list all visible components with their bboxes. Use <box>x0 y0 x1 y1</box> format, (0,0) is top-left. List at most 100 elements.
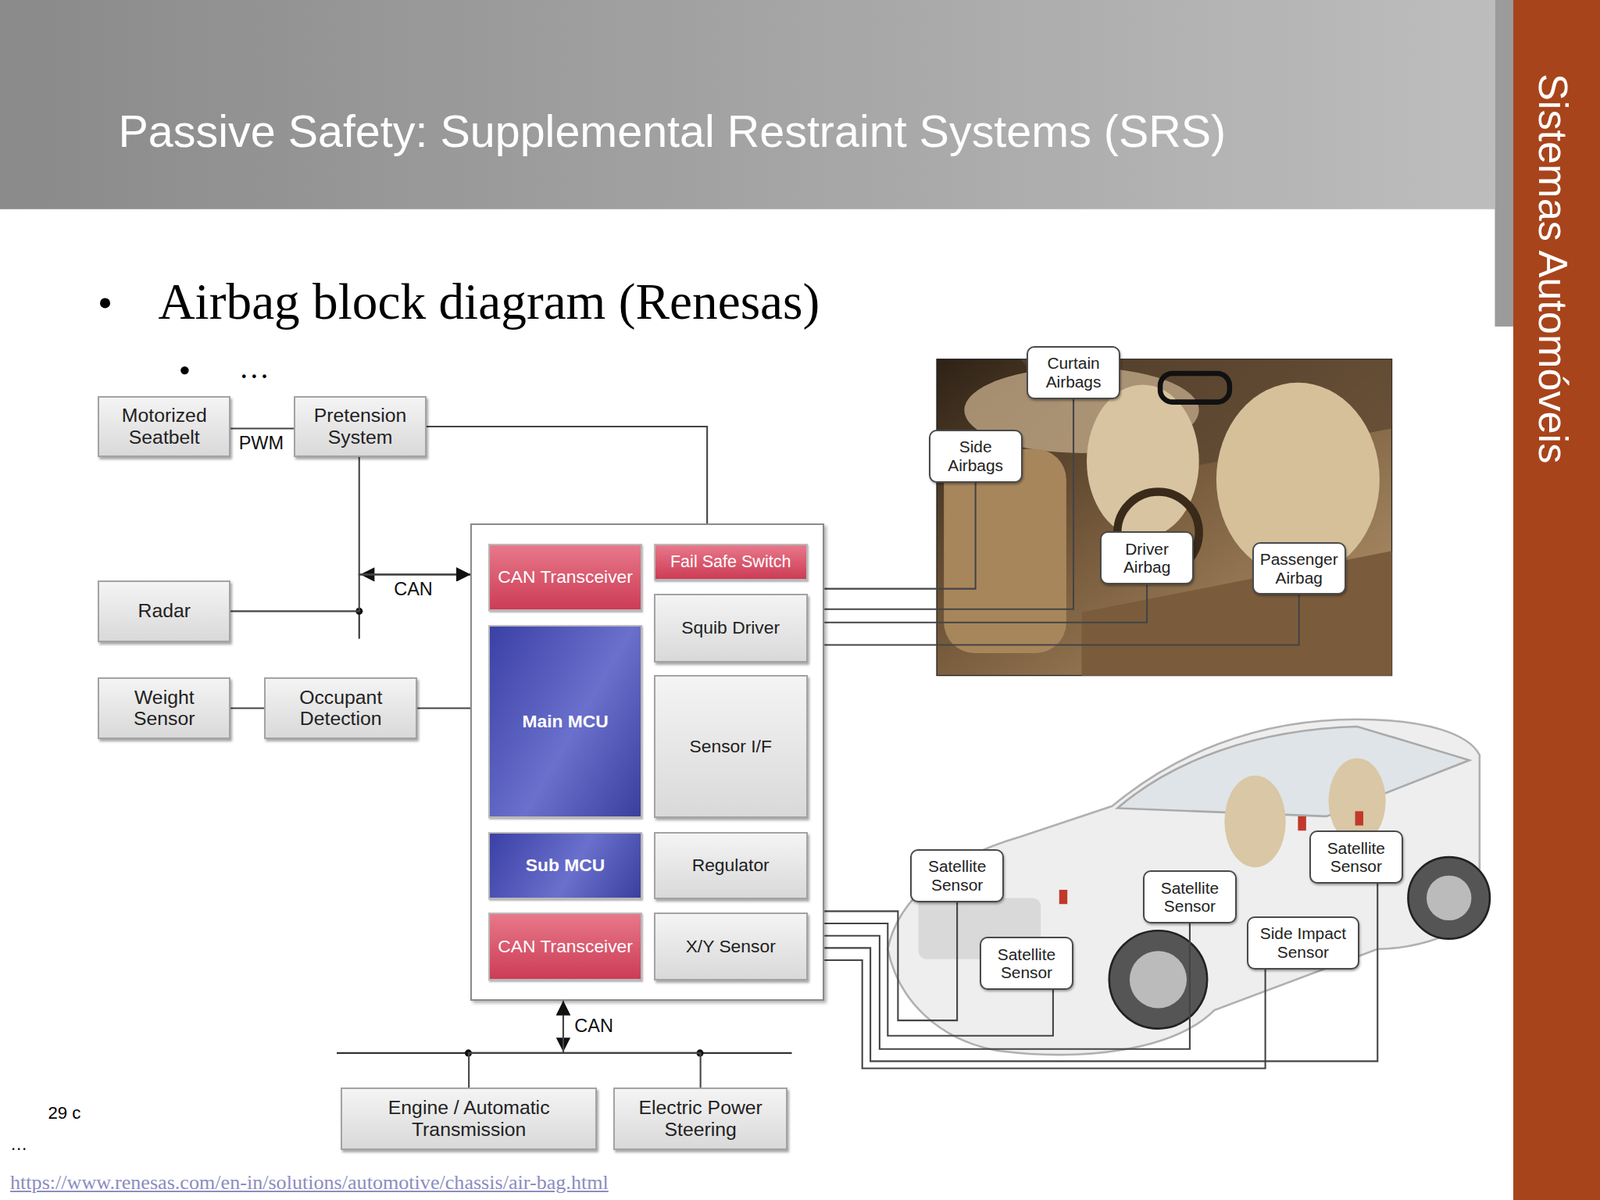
driver-airbag-shape <box>1086 384 1200 538</box>
connector-line <box>426 426 708 524</box>
node-text: Main MCU <box>521 711 608 733</box>
bullet-text: … <box>239 349 270 386</box>
node-text: X/Y Sensor <box>685 936 776 958</box>
component-box: Radar <box>97 580 231 642</box>
node-text: Regulator <box>692 855 770 876</box>
sensor-mark <box>1059 889 1068 904</box>
callout-box: Driver Airbag <box>1100 531 1194 585</box>
edge-label: CAN <box>574 1015 614 1037</box>
callout-box: Satellite Sensor <box>979 936 1074 990</box>
sensor-mark <box>1355 810 1364 825</box>
callout-box: Curtain Airbags <box>1026 346 1121 400</box>
connector-line <box>230 428 294 430</box>
title-band <box>0 0 1495 210</box>
node-text: Satellite Sensor <box>914 857 1000 894</box>
edge-label: PWM <box>239 432 284 454</box>
interior-photo <box>936 359 1393 676</box>
node-text: Driver Airbag <box>1104 539 1190 577</box>
component-box: Pretension System <box>293 396 427 458</box>
node-text: Satellite Sensor <box>1314 839 1399 876</box>
mcu-box: Main MCU <box>488 625 643 818</box>
node-text: Side Impact Sensor <box>1251 924 1355 961</box>
component-box: Occupant Detection <box>264 677 418 739</box>
connector-line <box>824 584 1147 622</box>
switch-box: Fail Safe Switch <box>653 543 808 581</box>
connector-line <box>824 883 1378 1061</box>
connector-line <box>563 1000 701 1088</box>
node-text: Satellite Sensor <box>1147 878 1233 916</box>
regulator-box: Regulator <box>653 832 808 900</box>
callout-box: Side Airbags <box>928 429 1023 483</box>
node-text: CAN Transceiver <box>497 936 633 958</box>
car-body <box>887 719 1480 1055</box>
car-seat <box>1224 775 1286 868</box>
connector-line <box>417 707 471 709</box>
node-text: Occupant Detection <box>268 686 413 731</box>
callout-box: Satellite Sensor <box>1142 870 1237 924</box>
driver-box: Squib Driver <box>653 593 808 664</box>
node-text: Side Airbags <box>933 437 1018 475</box>
car-wheel <box>1109 930 1208 1029</box>
car-illustration <box>887 719 1490 1055</box>
node-text: Pretension System <box>298 404 422 449</box>
node-text: Fail Safe Switch <box>670 552 791 572</box>
connector-line <box>230 574 471 611</box>
connector-line <box>359 457 471 575</box>
wheel-hub <box>1129 950 1187 1008</box>
node-text: Satellite Sensor <box>984 945 1069 983</box>
node-text: Sub MCU <box>525 855 606 876</box>
edge-label: CAN <box>393 578 433 600</box>
side-band <box>1513 0 1600 1200</box>
component-box: Weight Sensor <box>97 677 231 739</box>
connector-line <box>824 399 1074 610</box>
bus-line <box>358 610 361 639</box>
component-box: Electric Power Steering <box>613 1087 788 1150</box>
transceiver-box: CAN Transceiver <box>488 543 643 611</box>
node-text: Engine / Automatic Transmission <box>345 1096 593 1141</box>
page-number: 29 c <box>47 1103 81 1125</box>
callout-box: Side Impact Sensor <box>1246 916 1360 970</box>
callout-box: Satellite Sensor <box>1309 830 1404 884</box>
car-window <box>1117 726 1470 817</box>
node-text: Motorized Seatbelt <box>102 404 226 449</box>
bullet-dot <box>100 297 111 308</box>
node-text: Electric Power Steering <box>617 1096 783 1141</box>
node-text: Sensor I/F <box>689 736 772 758</box>
source-link: https://www.renesas.com/en-in/solutions/… <box>10 1170 609 1195</box>
transceiver-box: CAN Transceiver <box>488 912 643 980</box>
connector-line <box>824 482 975 590</box>
footnote: … <box>10 1134 28 1156</box>
sensor-box: X/Y Sensor <box>653 912 808 980</box>
side-strip <box>1494 0 1514 327</box>
bullet-text: Airbag block diagram (Renesas) <box>157 271 820 333</box>
slide-title: Passive Safety: Supplemental Restraint S… <box>118 105 1227 158</box>
node-text: Passenger Airbag <box>1257 550 1342 587</box>
ecu-box: CAN Transceiver Fail Safe SwitchSquib Dri… <box>470 523 825 1001</box>
callout-box: Passenger Airbag <box>1252 542 1347 596</box>
connector-line <box>824 902 958 1022</box>
side-title: Sistemas Automóveis <box>1528 73 1579 464</box>
node-text: Weight Sensor <box>102 686 226 731</box>
interface-box: Sensor I/F <box>653 675 808 818</box>
node-text: Squib Driver <box>681 617 780 639</box>
wheel-hub <box>1426 875 1472 921</box>
component-box: Motorized Seatbelt <box>97 396 231 458</box>
connector-line <box>468 1000 564 1088</box>
mcu-box: Sub MCU <box>488 832 643 900</box>
bullet-dot <box>180 366 189 375</box>
mirror <box>1160 373 1230 403</box>
component-box: Engine / Automatic Transmission <box>340 1087 597 1150</box>
photo-frame <box>936 359 1393 676</box>
sensor-mark <box>1297 816 1306 831</box>
connector-line <box>230 707 265 709</box>
car-wheel <box>1407 857 1490 939</box>
node-text: Radar <box>137 600 191 622</box>
callout-box: Satellite Sensor <box>910 849 1004 903</box>
node-text: CAN Transceiver <box>497 567 633 588</box>
connector-line <box>824 594 1299 645</box>
connector-line <box>824 923 1190 1050</box>
node-text: Curtain Airbags <box>1031 353 1116 391</box>
